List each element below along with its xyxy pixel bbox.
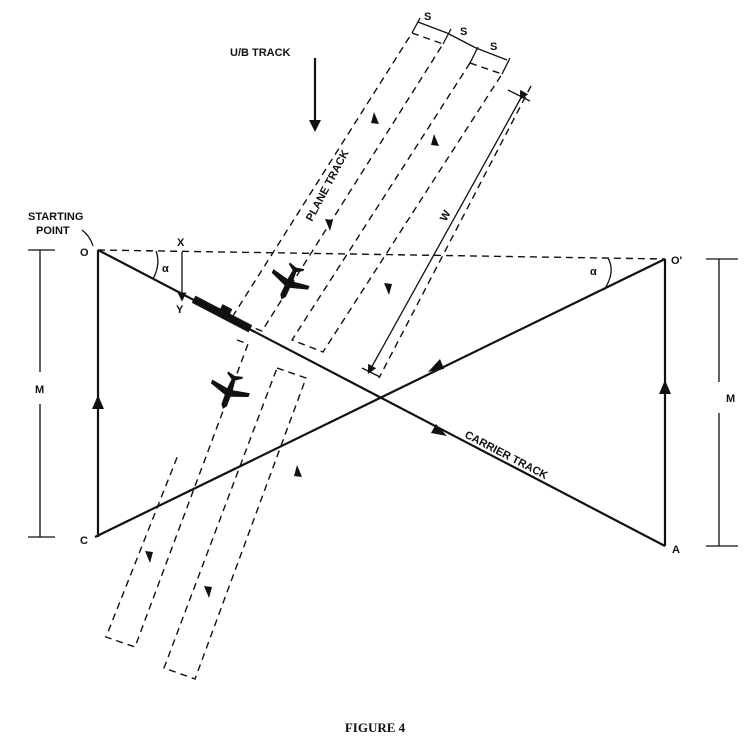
arrow-plane-down-1	[325, 219, 333, 231]
ub-track-arrow-head	[309, 120, 321, 132]
plane-track-loop-lower-2	[163, 367, 307, 680]
angle-alpha-left-label: α	[162, 263, 169, 275]
figure-caption: FIGURE 4	[345, 720, 406, 735]
arrow-return-track	[428, 359, 444, 372]
angle-arc-right	[603, 257, 612, 291]
point-y-label: Y	[176, 304, 184, 316]
arrow-up-left	[92, 395, 104, 409]
plane-track-loop-lower-1	[105, 339, 249, 648]
starting-point-pointer	[81, 229, 94, 247]
point-c-label: C	[80, 535, 88, 547]
arrow-up-right	[659, 380, 671, 394]
arrow-plane-up-3	[294, 465, 302, 477]
carrier-ship-icon	[191, 295, 253, 333]
starting-point-label-2: POINT	[36, 225, 70, 237]
m-right-label: M	[726, 393, 735, 405]
plane-track-label: PLANE TRACK	[304, 148, 352, 223]
w-tick-top	[507, 89, 531, 102]
ub-track-label: U/B TRACK	[230, 47, 291, 59]
s-tick-3	[469, 46, 479, 64]
point-a-label: A	[672, 544, 680, 556]
starting-point-label-1: STARTING	[28, 211, 83, 223]
plane-track-loop-2	[290, 62, 504, 353]
arrow-plane-up-1	[371, 112, 379, 124]
plane-track-leg-3	[378, 85, 532, 379]
s-tick-2	[442, 28, 452, 45]
s-dim-1	[417, 21, 448, 34]
w-tick-bottom	[361, 367, 381, 378]
spacing-s-label-2: S	[460, 26, 467, 38]
s-dim-2	[446, 32, 477, 49]
arrow-plane-down-3	[145, 551, 153, 563]
m-left-label: M	[35, 384, 44, 396]
w-dimension-line	[367, 89, 529, 374]
baseline-o-oprime	[97, 249, 666, 260]
airplane-icon-lower	[210, 371, 250, 409]
arrow-plane-up-2	[431, 134, 439, 146]
s-dim-3	[475, 47, 508, 61]
point-x-label: X	[177, 237, 185, 249]
spacing-s-label-3: S	[490, 41, 497, 53]
s-tick-4	[501, 57, 511, 75]
arrow-plane-down-2	[384, 283, 392, 295]
angle-alpha-right-label: α	[590, 266, 597, 278]
carrier-track-label: CARRIER TRACK	[463, 429, 550, 482]
point-oprime-label: O'	[671, 255, 683, 267]
w-label: W	[438, 208, 454, 223]
plane-track-loop-1	[229, 32, 445, 332]
s-tick-1	[411, 17, 421, 34]
spacing-s-label-1: S	[424, 11, 431, 23]
point-o-label: O	[80, 247, 89, 259]
arrow-plane-down-4	[204, 586, 212, 598]
angle-arc-left	[152, 250, 159, 280]
arrow-carrier-track	[431, 424, 447, 436]
return-track-line	[94, 258, 666, 538]
airplane-icon-upper	[271, 262, 310, 300]
